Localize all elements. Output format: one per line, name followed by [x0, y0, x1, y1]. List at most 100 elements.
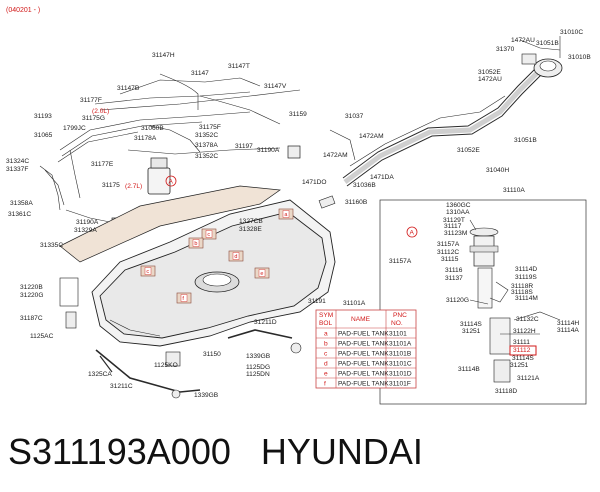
fuel-tank-pad: f: [176, 292, 192, 304]
part-label: 31157A: [437, 241, 460, 248]
part-label: 31110A: [503, 187, 525, 194]
fuel-pump-module: [379, 199, 587, 405]
part-label: 31052E: [457, 147, 480, 154]
highlighted-part-label: 31112: [509, 345, 537, 356]
part-label: 31190A: [257, 147, 280, 154]
part-label: 1472AM: [323, 152, 348, 159]
legend-pnc: 31101: [389, 331, 407, 338]
part-number: S311193A000: [8, 431, 231, 472]
svg-text:31112: 31112: [513, 347, 531, 354]
pad-symbol: d: [234, 254, 237, 260]
part-label: 31117: [444, 223, 462, 230]
part-label: 31175G: [82, 115, 105, 122]
part-labels: 31147H3114731147T31147V31147B31177F31175…: [6, 29, 591, 399]
pad-symbol: b: [194, 241, 197, 247]
legend-name: PAD-FUEL TANK: [338, 351, 389, 358]
part-label: 1472AU: [478, 76, 502, 83]
part-label: 31337F: [6, 166, 28, 173]
part-label: 31123M: [444, 230, 467, 237]
part-label: 31190A: [76, 219, 99, 226]
part-label: 31147B: [117, 85, 140, 92]
part-label: 31120G: [446, 297, 469, 304]
part-label: 31187C: [20, 315, 43, 322]
part-label: 1472AU: [511, 37, 535, 44]
part-label: 31324C: [6, 158, 29, 165]
part-label: 31251: [462, 328, 481, 335]
part-label: 1472AM: [359, 133, 384, 140]
callout-a-right: A: [406, 226, 418, 238]
legend-pnc: 31101D: [389, 371, 412, 378]
part-label: 31220B: [20, 284, 43, 291]
part-label: 31335C: [40, 242, 63, 249]
part-caption: S311193A000 HYUNDAI: [8, 424, 592, 480]
part-label: 31037: [345, 113, 364, 120]
part-label: 31378A: [195, 142, 218, 149]
part-label: 1360GC: [446, 202, 471, 209]
part-label: 31112C: [437, 249, 459, 256]
part-label: 1125DN: [246, 371, 270, 378]
part-label: 31177F: [80, 97, 102, 104]
part-label: 31137: [445, 275, 463, 282]
part-label: 31114D: [515, 266, 537, 273]
part-label: 31352C: [195, 153, 218, 160]
part-label: 31010B: [568, 54, 591, 61]
part-label: 31132C: [516, 316, 539, 323]
part-label: 1325CA: [88, 371, 112, 378]
legend-pnc: 31101A: [389, 341, 412, 348]
part-label: 1125AC: [30, 333, 54, 340]
part-label: 31147: [191, 70, 209, 77]
part-label: 31147V: [264, 83, 287, 90]
exploded-parts-diagram: (040201 - ): [6, 7, 591, 405]
part-label: 31175: [102, 182, 120, 189]
pad-symbol: f: [182, 296, 184, 302]
part-label: 31175F: [199, 124, 221, 131]
part-label: 31051B: [514, 137, 537, 144]
part-label: 31040H: [486, 167, 509, 174]
svg-text:A: A: [410, 230, 415, 237]
part-label: 31115: [441, 256, 459, 263]
part-label: 31122H: [513, 328, 536, 335]
part-label: 31370: [496, 46, 515, 53]
part-label: 31114M: [515, 295, 538, 302]
part-label: 31114H: [557, 320, 579, 327]
part-label: 31051B: [536, 40, 559, 47]
legend-symbol: f: [324, 381, 326, 388]
part-label: 31121A: [517, 375, 540, 382]
part-label: 31159: [289, 111, 307, 118]
callout-a-left: A: [165, 175, 177, 187]
part-label: 31328E: [239, 226, 262, 233]
legend-symbol: a: [324, 331, 328, 338]
legend-symbol: c: [324, 351, 328, 358]
part-label: 1125KO: [154, 362, 178, 369]
legend-header-name: NAME: [351, 316, 371, 323]
part-label: 31118S: [511, 289, 533, 296]
part-label: 31118D: [495, 388, 517, 395]
legend-symbol: d: [324, 361, 328, 368]
pad-symbol: a: [284, 212, 288, 218]
part-label: 31177E: [91, 161, 114, 168]
part-label: 1125DG: [246, 364, 270, 371]
part-label: 31119S: [515, 274, 537, 281]
part-label: 31116: [445, 267, 463, 274]
variant-label-2-0l: (2.0L): [92, 108, 109, 115]
part-label: 31036B: [353, 182, 376, 189]
pad-symbol: c: [207, 232, 210, 238]
part-label: 31329A: [74, 227, 97, 234]
part-label: 1471DO: [302, 179, 327, 186]
part-label: 31197: [235, 143, 253, 150]
fuel-tank-pad: a: [278, 208, 294, 220]
part-label: 31118R: [511, 283, 533, 290]
part-label: 31150: [203, 351, 221, 358]
part-label: 31129T: [443, 217, 465, 224]
fuel-tank-pad: e: [254, 267, 270, 279]
part-label: 31147H: [152, 52, 175, 59]
pad-symbol: e: [260, 271, 263, 277]
part-label: 31114S: [460, 321, 482, 328]
